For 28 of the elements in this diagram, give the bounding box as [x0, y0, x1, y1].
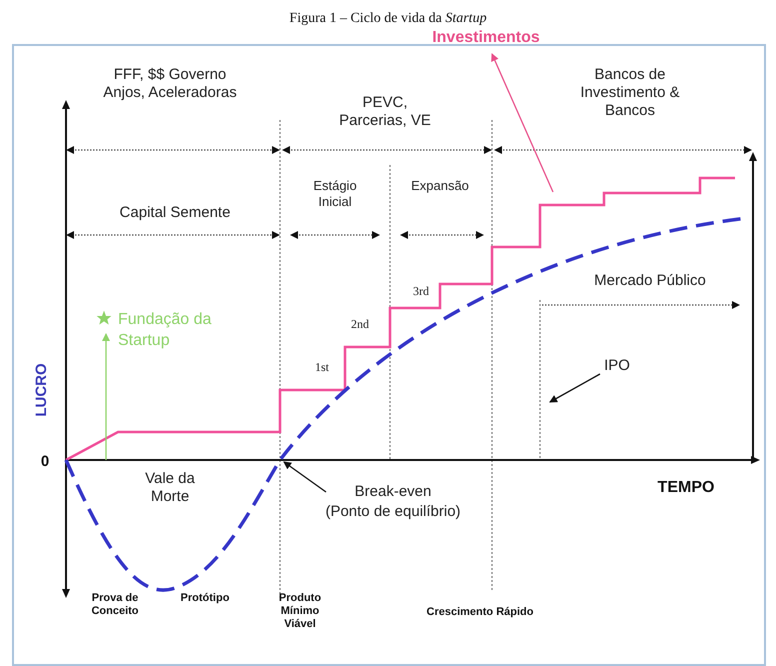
callout-text: Break-even — [354, 482, 432, 502]
milestone-label: Produto Mínimo Viável — [278, 592, 322, 632]
callout-text: IPO — [597, 356, 637, 376]
funding-label: FFF, $$ Governo Anjos, Aceleradoras — [102, 66, 238, 102]
figure-title: Figura 1 – Ciclo de vida da Startup — [288, 10, 488, 28]
axis-origin-label: 0 — [40, 453, 50, 471]
round-label: 2nd — [350, 317, 370, 332]
callout-text: Investimentos — [411, 28, 561, 49]
valley-label: Vale da Morte — [145, 470, 195, 506]
leader-line — [549, 373, 600, 403]
round-label: 3rd — [412, 284, 430, 298]
funding-label: PEVC, Parcerias, VE — [338, 94, 432, 130]
callout-text: Fundação da Startup — [118, 310, 218, 352]
round-label: 1st — [314, 360, 330, 374]
stage-label: Capital Semente — [118, 204, 232, 222]
milestone-label: Prova de Conceito — [90, 592, 140, 618]
funding-label: Bancos de Investimento & Bancos — [579, 66, 681, 120]
axis-title: TEMPO — [656, 478, 716, 498]
axis-title: LUCRO — [33, 362, 51, 419]
stage-label: Expansão — [410, 178, 470, 194]
milestone-label: Protótipo — [180, 592, 230, 606]
callout-text: (Ponto de equilíbrio) — [324, 502, 462, 521]
leader-line — [102, 333, 110, 460]
milestone-label: Crescimento Rápido — [426, 606, 534, 620]
leader-line — [491, 53, 554, 192]
stage-label: Estágio Inicial — [312, 178, 358, 210]
market-label: Mercado Público — [593, 272, 707, 290]
leader-line — [283, 461, 326, 493]
